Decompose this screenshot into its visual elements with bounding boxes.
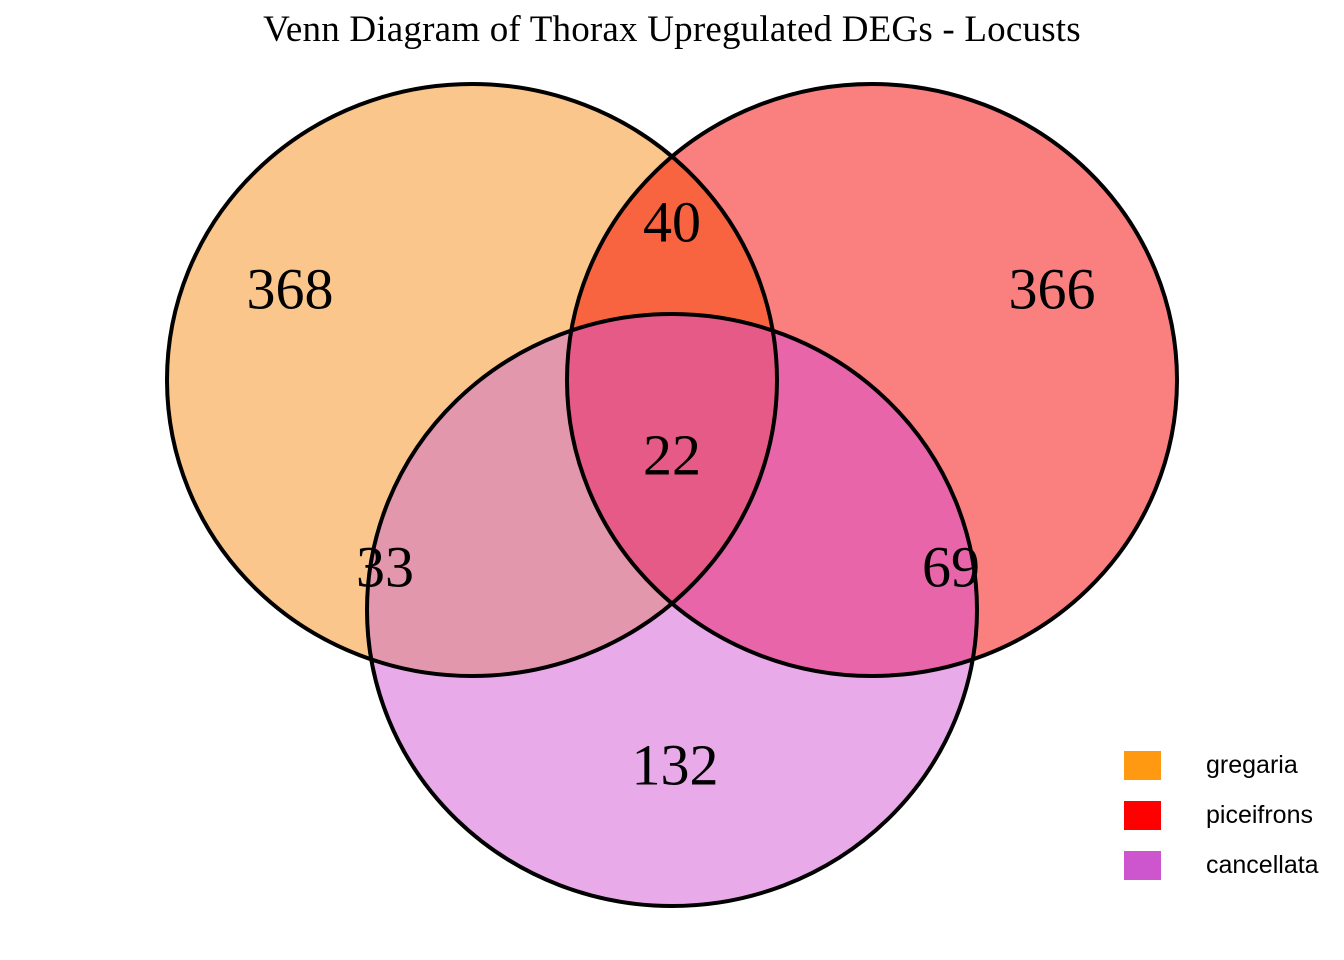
legend-swatch-cancellata: [1124, 850, 1161, 880]
legend-item-cancellata[interactable]: cancellata: [1124, 840, 1339, 890]
legend: gregaria piceifrons cancellata: [1124, 740, 1339, 890]
venn-outline-gregaria: [165, 82, 779, 678]
count-piceifrons-only: 366: [1009, 256, 1096, 321]
venn-region-all-three: [567, 314, 777, 676]
count-gregaria-cancellata: 33: [356, 534, 414, 599]
legend-item-gregaria[interactable]: gregaria: [1124, 740, 1339, 790]
count-gregaria-only: 368: [247, 256, 334, 321]
legend-item-piceifrons[interactable]: piceifrons: [1124, 790, 1339, 840]
venn-outline-cancellata: [365, 312, 979, 908]
count-cancellata-only: 132: [632, 732, 719, 797]
venn-outline-piceifrons: [565, 82, 1179, 678]
legend-label-cancellata: cancellata: [1206, 850, 1319, 879]
page-title: Venn Diagram of Thorax Upregulated DEGs …: [263, 9, 1081, 50]
legend-label-gregaria: gregaria: [1206, 750, 1298, 779]
legend-swatch-gregaria: [1124, 750, 1161, 780]
legend-swatch-piceifrons: [1124, 800, 1161, 830]
count-piceifrons-cancellata: 69: [922, 534, 980, 599]
count-gregaria-piceifrons: 40: [643, 189, 701, 254]
legend-label-piceifrons: piceifrons: [1206, 800, 1313, 829]
count-all-three: 22: [643, 422, 701, 487]
